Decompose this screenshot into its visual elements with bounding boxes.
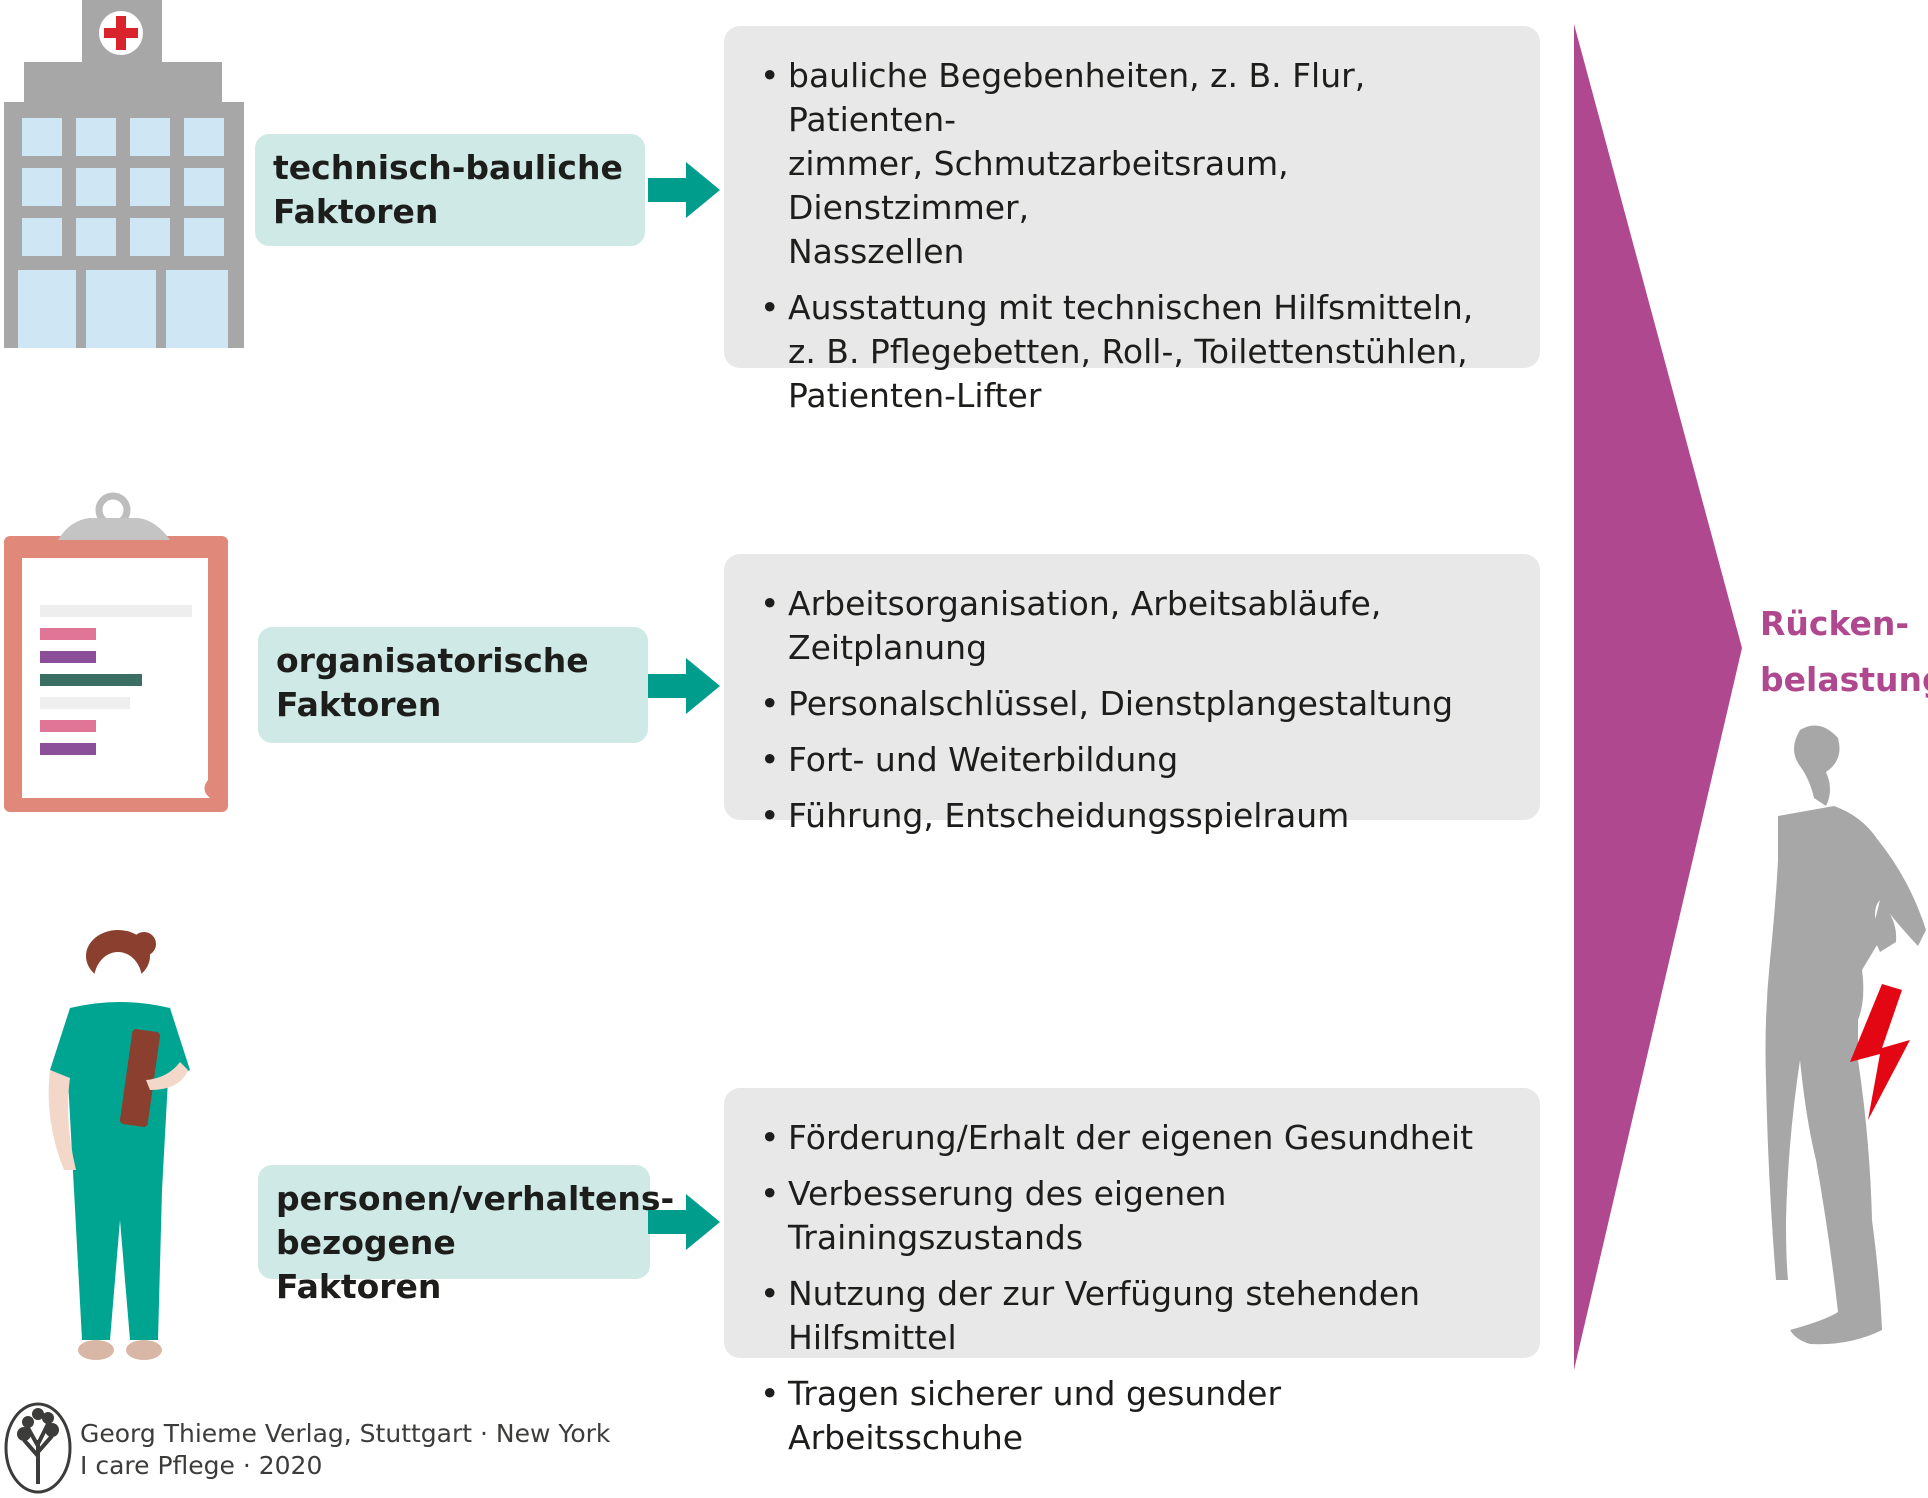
list-item-line: Arbeitsorganisation, Arbeitsabläufe, Zei…	[788, 584, 1382, 667]
factor-label-line: Faktoren	[273, 192, 439, 231]
list-item: Verbesserung des eigenen Trainingszustan…	[760, 1172, 1520, 1260]
list-item-line: Nutzung der zur Verfügung stehenden Hilf…	[788, 1274, 1421, 1357]
list-item: Arbeitsorganisation, Arbeitsabläufe, Zei…	[760, 582, 1520, 670]
result-label-line: belastung	[1760, 660, 1928, 699]
list-item: Fort- und Weiterbildung	[760, 738, 1520, 782]
list-item-line: Ausstattung mit technischen Hilfsmitteln…	[788, 288, 1474, 327]
list-item: Ausstattung mit technischen Hilfsmitteln…	[760, 286, 1520, 418]
factor-label-technisch: technisch-bauliche Faktoren	[255, 134, 645, 246]
factor-label-line: organisatorische	[276, 641, 589, 680]
arrow-right-icon	[648, 658, 720, 714]
list-item-line: Patienten-Lifter	[788, 376, 1042, 415]
nurse-figure-icon	[48, 930, 190, 1360]
footer-line: I care Pflege · 2020	[80, 1451, 323, 1480]
factor-label-line: Faktoren	[276, 685, 442, 724]
list-item: Personalschlüssel, Dienstplangestaltung	[760, 682, 1520, 726]
thieme-tree-logo-icon	[4, 1402, 72, 1494]
factor-label-line: technisch-bauliche	[273, 148, 623, 187]
list-item: Nutzung der zur Verfügung stehenden Hilf…	[760, 1272, 1520, 1360]
result-label: Rücken- belastung	[1760, 596, 1928, 708]
list-item: Tragen sicherer und gesunder Arbeitsschu…	[760, 1372, 1520, 1460]
list-item-line: Verbesserung des eigenen Trainingszustan…	[788, 1174, 1227, 1257]
list-item-line: Fort- und Weiterbildung	[788, 740, 1179, 779]
hospital-building-icon	[4, 0, 244, 348]
factor-label-line: bezogene Faktoren	[276, 1223, 456, 1306]
footer-line: Georg Thieme Verlag, Stuttgart · New Yor…	[80, 1419, 611, 1448]
factor-label-personen: personen/verhaltens- bezogene Faktoren	[258, 1165, 675, 1306]
back-pain-figure-icon	[1765, 725, 1926, 1345]
result-label-line: Rücken-	[1760, 604, 1910, 643]
list-item-line: Tragen sicherer und gesunder Arbeitsschu…	[788, 1374, 1282, 1457]
factor-details-personen: Förderung/Erhalt der eigenen Gesundheit …	[724, 1088, 1540, 1457]
list-item-line: Personalschlüssel, Dienstplangestaltung	[788, 684, 1454, 723]
list-item-line: zimmer, Schmutzarbeitsraum, Dienstzimmer…	[788, 144, 1289, 227]
clipboard-icon	[4, 492, 228, 812]
factor-label-organisatorisch: organisatorische Faktoren	[258, 627, 648, 743]
list-item: bauliche Begebenheiten, z. B. Flur, Pati…	[760, 54, 1520, 274]
lightning-bolt-icon	[1850, 984, 1910, 1120]
big-triangle-arrow-icon	[1574, 24, 1742, 1370]
arrow-right-icon	[648, 162, 720, 218]
arrow-right-icon	[648, 1194, 720, 1250]
list-item-line: z. B. Pflegebetten, Roll-, Toilettenstüh…	[788, 332, 1468, 371]
list-item-line: bauliche Begebenheiten, z. B. Flur, Pati…	[788, 56, 1366, 139]
list-item: Führung, Entscheidungsspielraum	[760, 794, 1520, 838]
list-item-line: Führung, Entscheidungsspielraum	[788, 796, 1350, 835]
list-item-line: Förderung/Erhalt der eigenen Gesundheit	[788, 1118, 1474, 1157]
factor-label-line: personen/verhaltens-	[276, 1179, 675, 1218]
list-item: Förderung/Erhalt der eigenen Gesundheit	[760, 1116, 1520, 1160]
list-item-line: Nasszellen	[788, 232, 965, 271]
footer-credit: Georg Thieme Verlag, Stuttgart · New Yor…	[80, 1418, 610, 1482]
factor-details-organisatorisch: Arbeitsorganisation, Arbeitsabläufe, Zei…	[724, 554, 1540, 838]
factor-details-technisch: bauliche Begebenheiten, z. B. Flur, Pati…	[724, 26, 1540, 415]
